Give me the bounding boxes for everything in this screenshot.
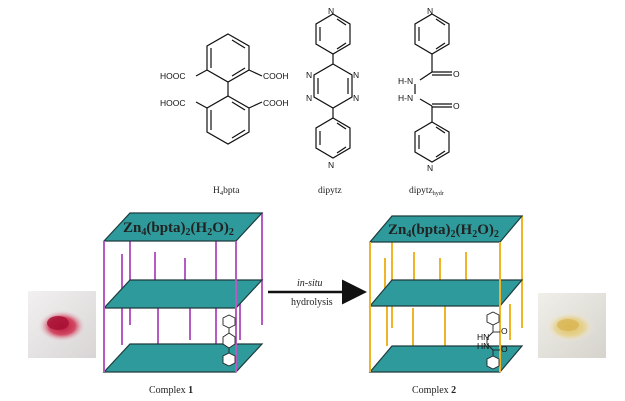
complex2-caption: Complex 2 (412, 385, 456, 396)
hydr-o-lower: O (453, 101, 460, 111)
complex2-plate-bottom (368, 345, 524, 373)
complex1-framework (102, 212, 264, 373)
dipytz-n-1: N (306, 70, 312, 80)
complex1-formula: Zn4(bpta)2(H2O)2 (123, 220, 234, 238)
hydr-n-bottom: N (427, 163, 433, 173)
complex1-photo (28, 291, 96, 358)
complex1-caption: Complex 1 (149, 385, 193, 396)
dipytz-n-4: N (353, 93, 359, 103)
complex1-plate-top (102, 212, 264, 242)
hydr-hn-upper: H-N (398, 76, 413, 86)
dipytz-label: dipytz (318, 186, 342, 196)
reaction-condition-bottom: hydrolysis (291, 297, 333, 308)
cooh-label-upper: COOH (263, 71, 289, 81)
hooc-label-upper: HOOC (160, 71, 186, 81)
complex1-plate-bottom (102, 343, 264, 373)
complex2-framework (368, 215, 524, 373)
dipytz-structure (313, 13, 353, 159)
h4bpta-structure (195, 33, 263, 145)
hydr-o-upper: O (453, 69, 460, 79)
reaction-condition-top: in-situ (297, 278, 323, 289)
complex2-photo (538, 293, 606, 358)
h4bpta-label: H4bpta (213, 186, 240, 197)
dipytz-n-2: N (353, 70, 359, 80)
complex2-plate-top (368, 215, 524, 243)
complex1-ligand-mini (222, 314, 236, 367)
complex2-plate-mid (368, 279, 524, 307)
hooc-label-lower: HOOC (160, 98, 186, 108)
hydr-n-top: N (427, 6, 433, 16)
complex2-ligand-mini (486, 311, 500, 370)
dipytz-n-3: N (306, 93, 312, 103)
complex2-formula: Zn4(bpta)2(H2O)2 (388, 222, 499, 240)
dipytz-hydr-structure (414, 13, 452, 163)
dipytz-n-bottom: N (328, 160, 334, 170)
complex1-plate-mid (102, 279, 264, 309)
cooh-label-lower: COOH (263, 98, 289, 108)
dipytz-n-top: N (328, 6, 334, 16)
complex2-o-upper: O (501, 326, 508, 336)
hydr-hn-lower: H-N (398, 93, 413, 103)
complex2-o-lower: O (501, 344, 508, 354)
dipytz-hydr-label: dipytzhydr (409, 186, 444, 197)
complex2-hn-upper: HN (477, 332, 489, 342)
complex2-hn-lower: HN (477, 341, 489, 351)
